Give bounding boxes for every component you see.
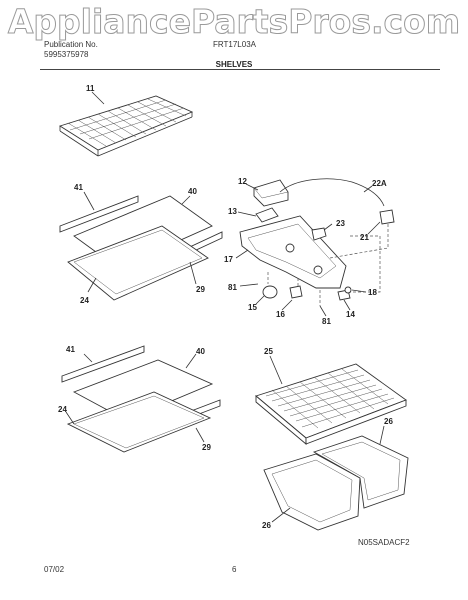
- control-housing-assembly: [239, 178, 395, 306]
- wire-shelf-11: [58, 95, 194, 157]
- bulb-15: [262, 285, 278, 299]
- frame-24-lower: [66, 391, 212, 453]
- callout-41: 41: [74, 183, 83, 192]
- footer-date: 07/02: [44, 565, 65, 574]
- socket-21: [379, 209, 395, 225]
- section-title: SHELVES: [215, 60, 253, 69]
- cover-12: [253, 179, 289, 207]
- publication-label: Publication No.: [44, 40, 98, 49]
- callout-15: 15: [248, 303, 257, 312]
- trim-41-upper: [59, 195, 139, 233]
- watermark-logo: AppliancePartsPros.com: [7, 2, 461, 42]
- callout-18: 18: [368, 288, 377, 297]
- callout-40: 40: [196, 347, 205, 356]
- diagram-code: N05SADACF2: [358, 538, 410, 547]
- callout-24: 24: [58, 405, 67, 414]
- callout-17: 17: [224, 255, 233, 264]
- callout-40: 40: [188, 187, 197, 196]
- part-18: [344, 286, 352, 294]
- callout-41: 41: [66, 345, 75, 354]
- thermostat-23: [311, 227, 327, 241]
- frame-24-upper: [67, 225, 209, 301]
- header-rule: [40, 69, 440, 70]
- wire-harness-22a: [279, 178, 385, 207]
- crisper-drawer-right: [312, 435, 409, 509]
- publication-number: 5995375978: [44, 50, 89, 59]
- callout-14: 14: [346, 310, 355, 319]
- callout-23: 23: [336, 219, 345, 228]
- callout-11: 11: [86, 84, 95, 93]
- callout-24: 24: [80, 296, 89, 305]
- leader-lines: [65, 91, 385, 523]
- callout-29: 29: [196, 285, 205, 294]
- callout-16: 16: [276, 310, 285, 319]
- callout-26: 26: [384, 417, 393, 426]
- model-number: FRT17L03A: [213, 40, 256, 49]
- callout-13: 13: [228, 207, 237, 216]
- glass-shelf-lower: [61, 345, 221, 453]
- footer-page-number: 6: [232, 565, 237, 574]
- crisper-cover-25: [255, 363, 407, 445]
- callout-26: 26: [262, 521, 271, 530]
- callout-81: 81: [228, 283, 237, 292]
- callout-81: 81: [322, 317, 331, 326]
- lamp-socket-16: [289, 285, 303, 299]
- bracket-13: [255, 207, 279, 223]
- callout-25: 25: [264, 347, 273, 356]
- callout-21: 21: [360, 233, 369, 242]
- glass-shelf-upper: [59, 195, 223, 301]
- crisper-drawers-26: [263, 435, 409, 531]
- callout-29: 29: [202, 443, 211, 452]
- callout-labels: 11 41 40 29 24 12 13 22A 23 21 17 81 15 …: [58, 84, 393, 530]
- callout-12: 12: [238, 177, 247, 186]
- crisper-drawer-left: [263, 453, 361, 531]
- trim-41-lower: [61, 345, 145, 383]
- housing-17: [239, 215, 347, 289]
- callout-22a: 22A: [372, 179, 387, 188]
